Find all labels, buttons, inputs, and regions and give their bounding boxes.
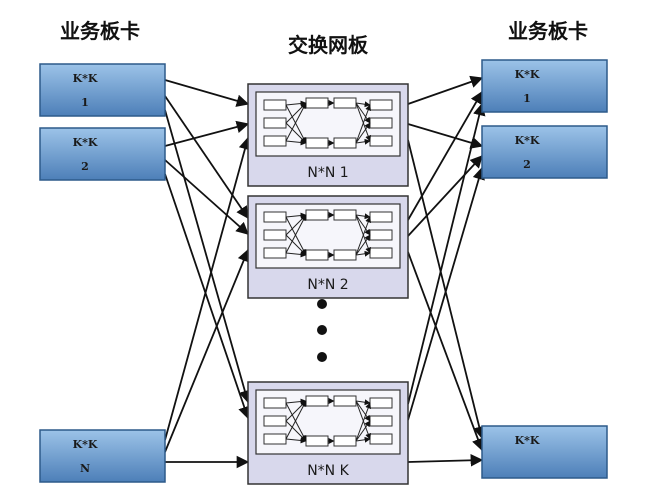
header-center: 交换网板 <box>288 33 369 57</box>
connection-arrow <box>407 90 483 221</box>
header-right: 业务板卡 <box>508 19 588 43</box>
connection-arrow <box>164 248 250 453</box>
connection-arrow <box>164 136 252 441</box>
left-card-2-top: K*K <box>73 136 98 149</box>
left-card-1-bottom: 1 <box>81 96 89 109</box>
left-card-2-bottom: 2 <box>81 160 89 173</box>
right-card-2-top: K*K <box>515 134 540 147</box>
right-card-3: K*K <box>481 425 608 479</box>
connection-arrow <box>407 75 484 105</box>
left-card-3-bottom: N <box>80 462 90 475</box>
switch-board-2: N*N 2 <box>247 195 409 299</box>
connection-arrow <box>164 120 250 147</box>
switch-boards: N*N 1 N*N 2 N*N K <box>247 83 409 485</box>
left-card-2: K*K 2 <box>39 127 166 181</box>
connection-arrow <box>164 159 249 235</box>
connection-arrow <box>407 123 484 149</box>
right-card-1: K*K 1 <box>481 59 608 113</box>
connection-arrow <box>164 173 251 420</box>
switch-board-3-label: N*N K <box>307 463 349 479</box>
connection-lines <box>164 75 486 469</box>
switch-board-1-label: N*N 1 <box>307 165 348 181</box>
connection-arrow <box>407 251 484 452</box>
switch-board-3: N*N K <box>247 381 409 485</box>
left-card-3: K*K N <box>39 429 166 483</box>
connection-arrow <box>164 109 251 404</box>
right-card-2: K*K 2 <box>481 125 608 179</box>
left-card-1-top: K*K <box>73 72 98 85</box>
connection-arrow <box>407 102 486 405</box>
header-left: 业务板卡 <box>60 19 140 43</box>
switch-board-2-label: N*N 2 <box>307 277 348 293</box>
right-card-1-bottom: 1 <box>523 92 531 105</box>
connection-arrow <box>164 79 250 107</box>
switch-board-1: N*N 1 <box>247 83 409 187</box>
right-card-3-top: K*K <box>515 434 540 447</box>
right-card-2-bottom: 2 <box>523 158 531 171</box>
ellipsis-dots <box>317 299 327 362</box>
connection-arrow <box>164 95 249 220</box>
connection-arrow <box>407 155 483 237</box>
right-card-1-top: K*K <box>515 68 540 81</box>
left-card-1: K*K 1 <box>39 63 166 117</box>
connection-arrow <box>407 454 484 467</box>
connection-arrow <box>407 166 485 421</box>
connection-arrow <box>407 139 486 440</box>
left-card-3-top: K*K <box>73 438 98 451</box>
